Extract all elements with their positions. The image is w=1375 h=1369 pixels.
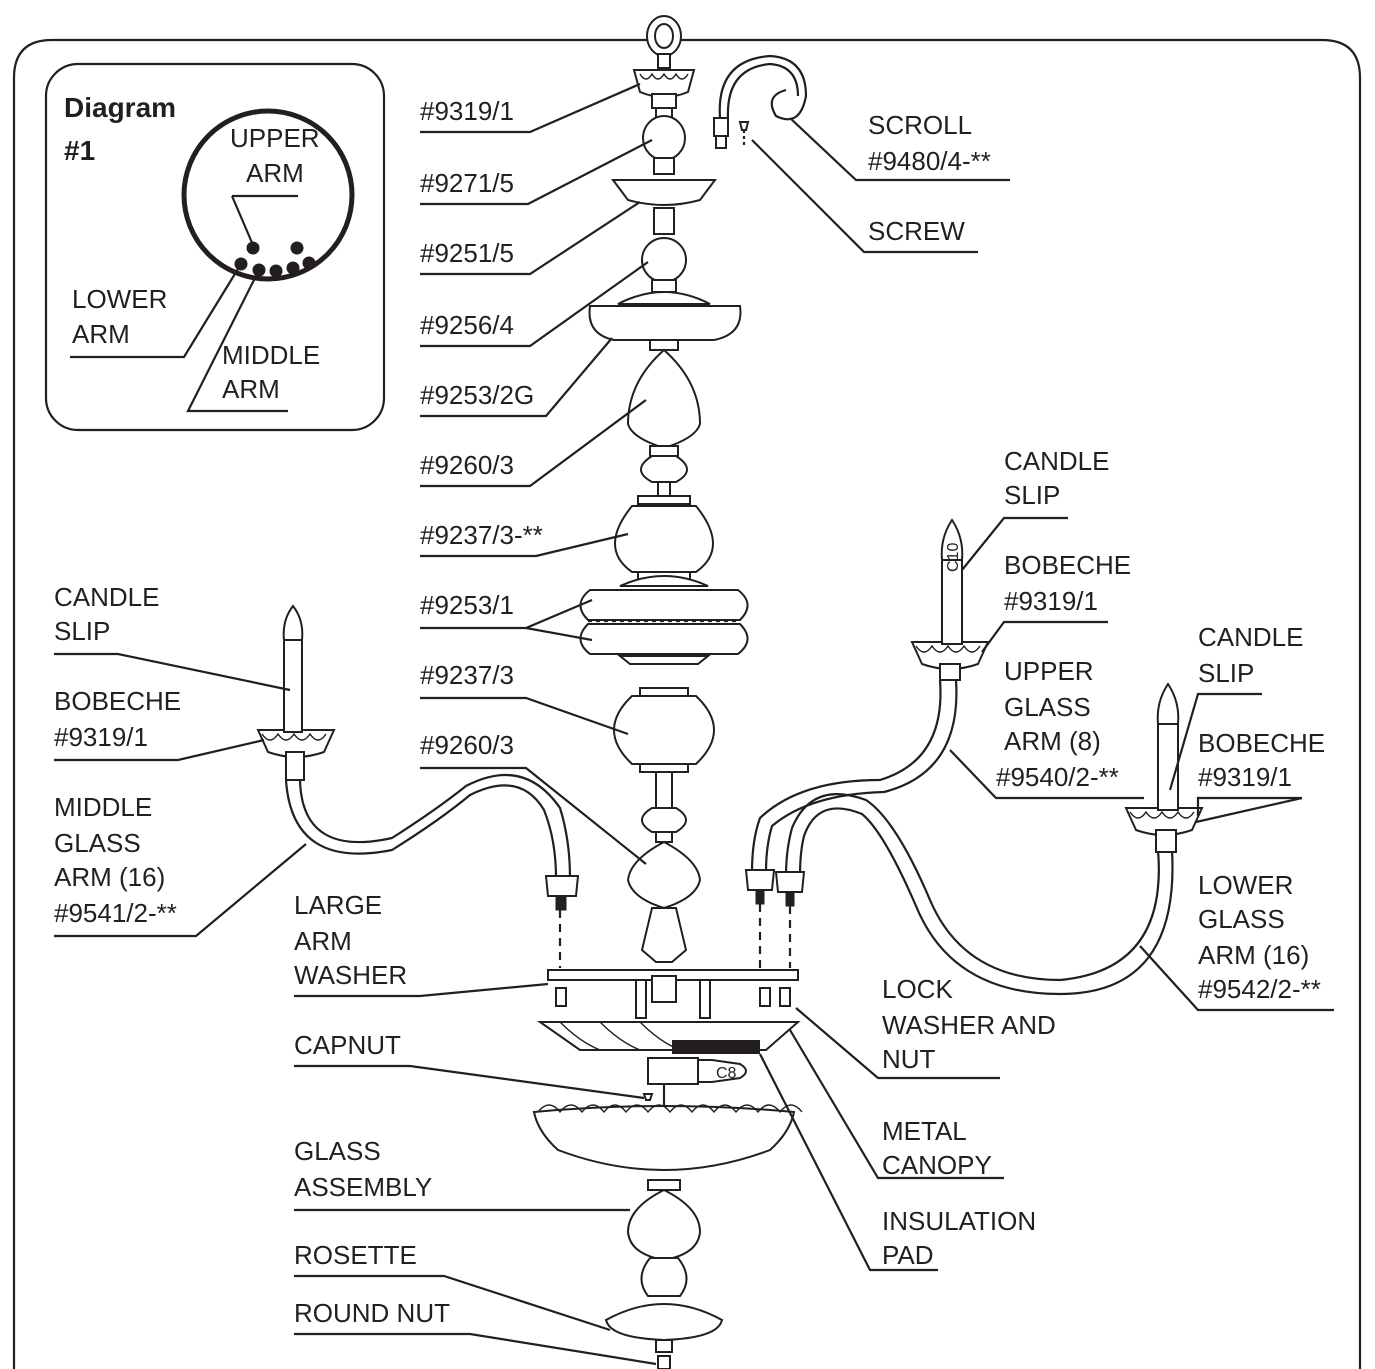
label-lock-washer-2: WASHER AND: [882, 1010, 1056, 1040]
label-glass-assembly-1: GLASS: [294, 1136, 381, 1166]
left-callouts: #9319/1 #9271/5 #9251/5 #9256/4 #9253/2G…: [54, 82, 657, 1366]
label-middle-arm-2: GLASS: [54, 828, 141, 858]
label-9237-3: #9237/3: [420, 660, 514, 690]
label-metal-canopy-2: CANOPY: [882, 1150, 992, 1180]
label-candle-slip-left-1: CANDLE: [54, 582, 159, 612]
outer-frame: [12, 38, 1362, 1369]
label-washer-3: WASHER: [294, 960, 407, 990]
label-scroll-1: SCROLL: [868, 110, 972, 140]
label-upper-arm-1: UPPER: [1004, 656, 1094, 686]
label-9260-3-upper: #9260/3: [420, 450, 514, 480]
label-bobeche-left-2: #9319/1: [54, 722, 148, 752]
inset-middle-2: ARM: [222, 374, 280, 404]
right-callouts: SCROLL #9480/4-** SCREW CANDLE SLIP BOBE…: [751, 110, 1334, 1272]
label-lock-washer-3: NUT: [882, 1044, 936, 1074]
label-bobeche-left-1: BOBECHE: [54, 686, 181, 716]
label-lower-arm-3: ARM (16): [1198, 940, 1309, 970]
label-middle-arm-3: ARM (16): [54, 862, 165, 892]
label-rosette: ROSETTE: [294, 1240, 417, 1270]
label-lower-arm-2: GLASS: [1198, 904, 1285, 934]
inset-title-line1: Diagram: [64, 92, 176, 123]
label-insulation-pad-2: PAD: [882, 1240, 934, 1270]
label-capnut: CAPNUT: [294, 1030, 401, 1060]
bulb-c8-mark: C8: [716, 1065, 737, 1082]
label-9251-5: #9251/5: [420, 238, 514, 268]
label-upper-arm-2: GLASS: [1004, 692, 1091, 722]
label-9237-3-star: #9237/3-**: [420, 520, 543, 550]
label-screw: SCREW: [868, 216, 965, 246]
label-9319-1: #9319/1: [420, 96, 514, 126]
central-column: C8: [532, 15, 803, 1369]
label-bobeche-upper-2: #9319/1: [1004, 586, 1098, 616]
inset-lower-2: ARM: [72, 319, 130, 349]
label-9271-5: #9271/5: [420, 168, 514, 198]
label-candle-slip-right-1: CANDLE: [1198, 622, 1303, 652]
label-middle-arm-1: MIDDLE: [54, 792, 152, 822]
inset-title-line2: #1: [64, 135, 95, 166]
scroll-arm: [713, 54, 808, 149]
label-lower-arm-1: LOWER: [1198, 870, 1293, 900]
label-metal-canopy-1: METAL: [882, 1116, 967, 1146]
label-9256-4: #9256/4: [420, 310, 514, 340]
label-upper-arm-3: ARM (8): [1004, 726, 1101, 756]
upper-arm: C10: [744, 518, 990, 968]
label-candle-slip-upper-1: CANDLE: [1004, 446, 1109, 476]
label-9260-3-lower: #9260/3: [420, 730, 514, 760]
label-9253-2g: #9253/2G: [420, 380, 534, 410]
inset-upper-1: UPPER: [230, 123, 320, 153]
inset-upper-2: ARM: [246, 158, 304, 188]
bulb-c10-mark: C10: [945, 543, 962, 572]
inset-lower-1: LOWER: [72, 284, 167, 314]
label-round-nut: ROUND NUT: [294, 1298, 450, 1328]
label-candle-slip-right-2: SLIP: [1198, 658, 1254, 688]
label-candle-slip-left-2: SLIP: [54, 616, 110, 646]
label-lock-washer-1: LOCK: [882, 974, 953, 1004]
inset-middle-1: MIDDLE: [222, 340, 320, 370]
label-candle-slip-upper-2: SLIP: [1004, 480, 1060, 510]
inset-diagram: Diagram #1 UPPER ARM LOWER ARM MIDDLE AR…: [44, 62, 386, 432]
label-washer-2: ARM: [294, 926, 352, 956]
label-glass-assembly-2: ASSEMBLY: [294, 1172, 432, 1202]
label-bobeche-upper-1: BOBECHE: [1004, 550, 1131, 580]
left-arm: [256, 604, 580, 968]
label-upper-arm-4: #9540/2-**: [996, 762, 1119, 792]
label-middle-arm-4: #9541/2-**: [54, 898, 177, 928]
label-9253-1: #9253/1: [420, 590, 514, 620]
label-lower-arm-4: #9542/2-**: [1198, 974, 1321, 1004]
label-bobeche-right-2: #9319/1: [1198, 762, 1292, 792]
inset-box: [44, 62, 386, 432]
label-bobeche-right-1: BOBECHE: [1198, 728, 1325, 758]
label-insulation-pad-1: INSULATION: [882, 1206, 1036, 1236]
label-washer-1: LARGE: [294, 890, 382, 920]
lower-arm: [774, 682, 1204, 996]
label-scroll-2: #9480/4-**: [868, 146, 991, 176]
